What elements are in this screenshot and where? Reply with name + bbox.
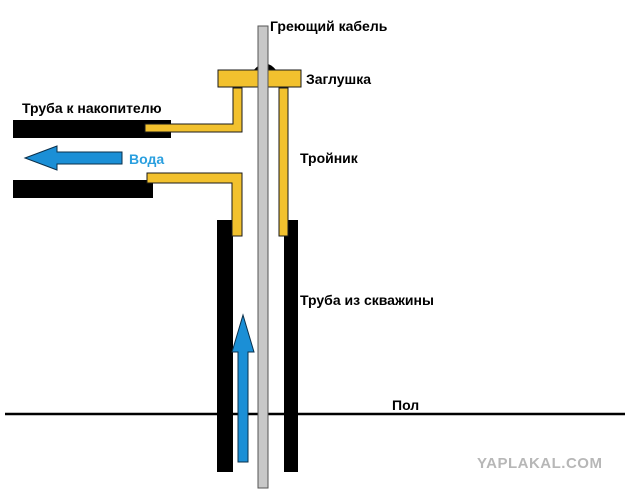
water-flow-up-arrow [231, 313, 255, 463]
tank-pipe-top-wall [13, 120, 171, 138]
well-pipe-right-wall [284, 220, 298, 472]
label-plug: Заглушка [306, 71, 371, 87]
label-water: Вода [129, 151, 164, 167]
label-heating-cable: Греющий кабель [270, 18, 388, 34]
tank-pipe-bottom-wall [13, 180, 153, 198]
tee-lower-elbow [146, 172, 243, 237]
label-tee: Тройник [300, 150, 359, 166]
tee-upper-elbow [144, 87, 243, 133]
label-pipe-to-tank: Труба к накопителю [22, 100, 162, 116]
label-floor: Пол [392, 397, 419, 413]
well-pipe-left-wall [217, 220, 233, 472]
heating-cable [257, 25, 269, 489]
water-flow-left-arrow [23, 145, 123, 171]
label-pipe-from-well: Труба из скважины [300, 292, 434, 308]
watermark-text: YAPLAKAL.COM [477, 455, 602, 472]
tee-fitting [144, 87, 289, 237]
tee-right-wall [278, 87, 289, 237]
